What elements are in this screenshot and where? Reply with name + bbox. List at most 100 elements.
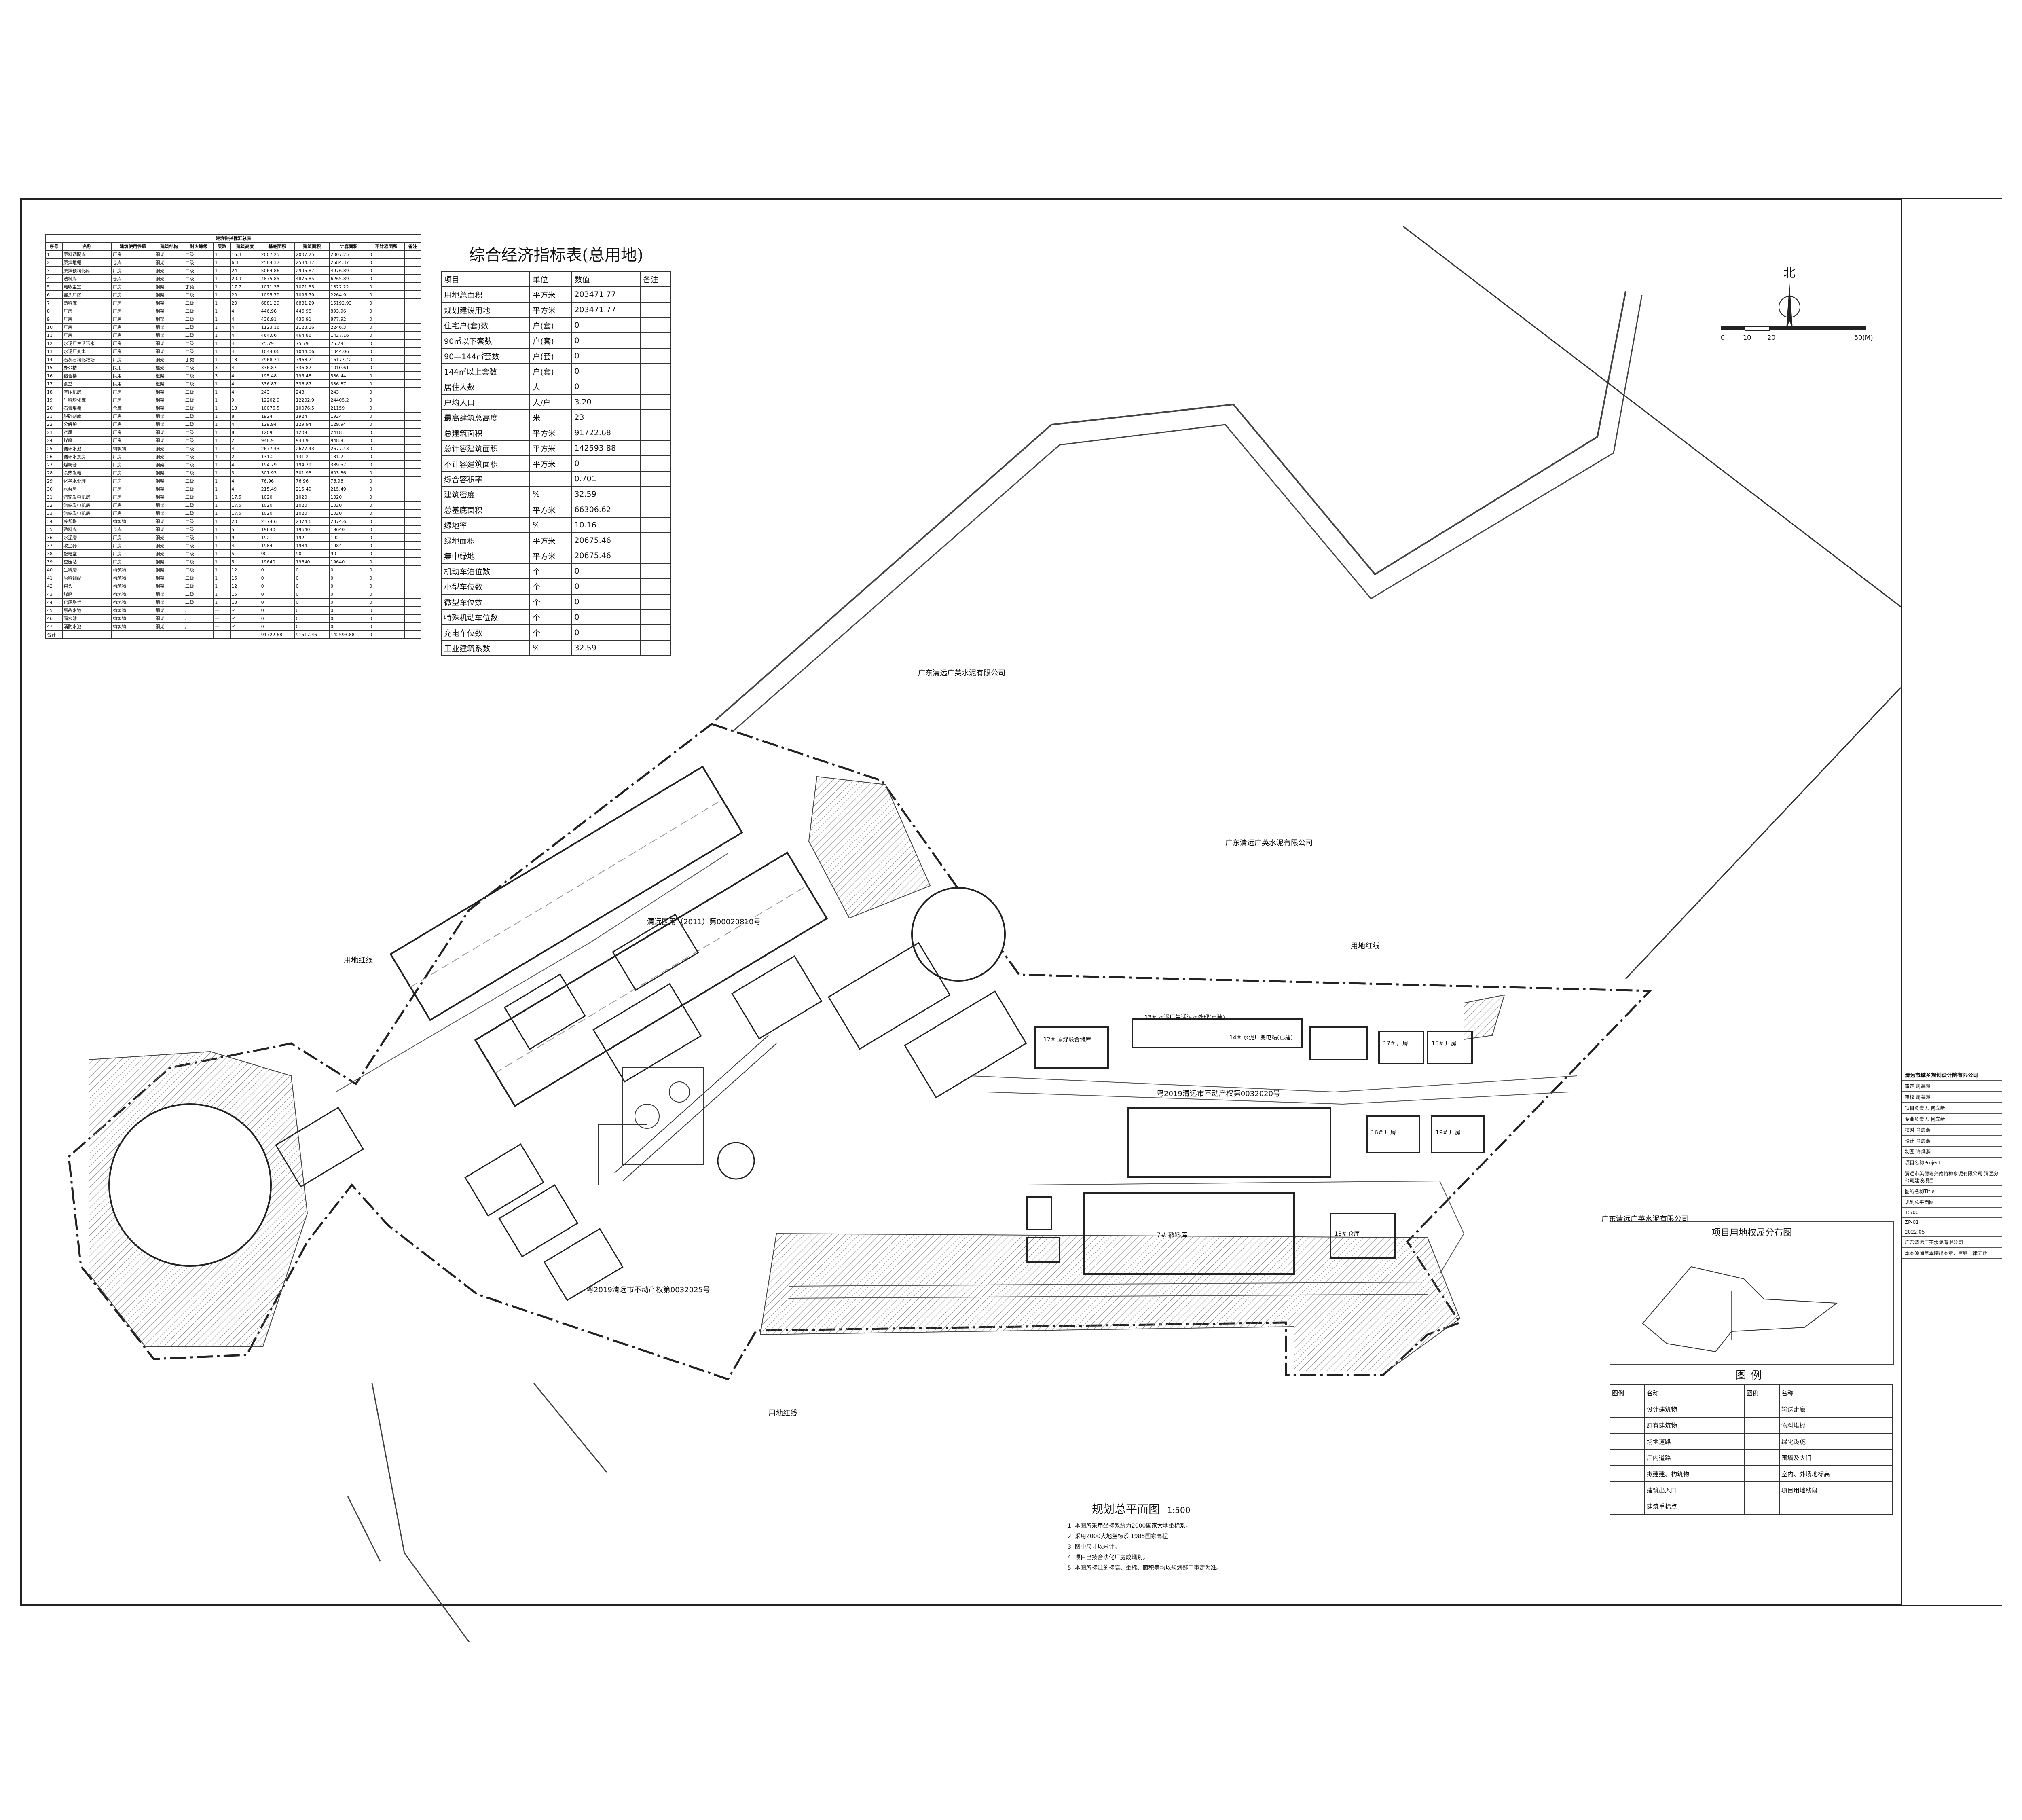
table-cell: 厂房 [111,347,155,356]
table-cell: 1 [213,323,231,332]
legend-name: 设计建筑物 [1644,1401,1745,1418]
table-cell: 0 [259,582,295,590]
table-cell: 食堂 [62,379,112,388]
signature-row: 审定 周慕慧 [1902,1081,2002,1092]
table-cell [640,486,671,502]
table-cell: 二级 [183,290,214,299]
legend-header: 图例 [1744,1384,1780,1401]
bldg-15-label: 15# 厂房 [1432,1041,1457,1047]
bldg-15 [1427,1031,1473,1064]
drawing-date: 2022.05 [1902,1227,2002,1237]
table-cell: 11 [45,331,63,340]
table-cell: 厂房 [111,485,155,493]
access-road-edge [732,295,1643,733]
table-cell: 二级 [183,460,214,469]
table-cell: 1 [213,404,231,413]
table-cell: 1 [213,347,231,356]
table-cell: 钢架 [154,274,184,283]
table-cell [404,476,422,485]
table-cell: 钢架 [154,339,184,348]
neighbor-boundary [1403,226,1901,980]
table-cell [183,630,214,639]
legend-symbol [1610,1401,1645,1418]
table-cell: 0 [329,622,369,631]
legend-symbol [1744,1449,1780,1466]
table-cell: 人 [529,379,572,395]
table-cell [404,525,422,534]
table-cell: 厂房 [111,298,155,307]
legend-name: 建筑重标点 [1644,1498,1745,1515]
table-cell: 1095.79 [259,290,295,299]
table-cell: 4 [230,420,260,429]
table-cell: 336.87 [294,363,330,372]
table-cell: 1 [213,331,231,340]
table-cell [640,394,671,410]
table-cell: 0 [368,363,405,372]
table-cell: 合计 [45,630,63,639]
table-cell: 0 [368,533,405,542]
silo-circle [717,1142,755,1180]
table-cell: 2 [45,258,63,267]
table-cell: 1 [213,582,231,590]
signature-row: 审核 周慕慧 [1902,1092,2002,1103]
table-cell: 90㎡以下套数 [441,332,530,349]
signature-row: 项目负责人 何立新 [1902,1103,2002,1114]
signature-role: 审定 [1905,1084,1915,1089]
legend-symbol [1610,1449,1645,1466]
signature-rows: 审定 周慕慧审核 周慕慧项目负责人 何立新专业负责人 何立新校对 肖惠燕设计 肖… [1902,1081,2002,1158]
table-cell: 煤粉仓 [62,460,112,469]
table-cell: 2007.25 [259,250,295,259]
table-cell: 0 [294,590,330,599]
table-cell: 米 [529,409,572,425]
table-cell: 钢架 [154,460,184,469]
table-cell: 2418 [329,428,369,437]
table-cell: 1010.61 [329,363,369,372]
table-cell: 钢架 [154,355,184,364]
table-cell: 29 [45,476,63,485]
table-cell: 1 [213,452,231,461]
table-cell: 1 [213,420,231,429]
table-cell [404,250,422,259]
table-cell: 24405.2 [329,396,369,404]
table-cell: 0 [368,290,405,299]
table-cell: 20 [230,298,260,307]
signature-name: 肖惠燕 [1916,1138,1931,1144]
table-cell: 6265.89 [329,274,369,283]
table-cell: 二级 [183,476,214,485]
table-cell: 微型车位数 [441,594,530,610]
table-cell: 平方米 [529,548,572,564]
table-cell: 厂房 [111,452,155,461]
building-table-header: 名称 [62,242,112,251]
table-cell: 厂房 [111,436,155,445]
table-cell: 2584.37 [329,258,369,267]
table-cell [404,331,422,340]
table-cell: 2246.3 [329,323,369,332]
legend-name: 输送走廊 [1779,1401,1893,1418]
table-cell: 13 [230,404,260,413]
bldg-18 [1330,1213,1396,1259]
table-cell: 钢架 [154,468,184,477]
table-cell: 机动车泊位数 [441,563,530,579]
table-cell: 1 [213,557,231,566]
internal-road-2 [986,1092,1569,1105]
table-cell [640,578,671,595]
table-cell: 12202.9 [294,396,330,404]
table-cell: 构筑物 [111,517,155,526]
table-cell: 35 [45,525,63,534]
internal-road-3 [1027,1180,1465,1274]
table-cell: 1 [213,476,231,485]
table-cell: 钢架 [154,387,184,396]
table-cell: 1 [213,493,231,502]
table-cell: 厂房 [111,420,155,429]
table-cell: 15 [230,590,260,599]
bldg-small-w2 [1026,1237,1060,1263]
table-cell: 人/户 [529,394,572,410]
bldg-7-clinker [1083,1192,1295,1275]
table-cell: 4 [230,371,260,380]
table-cell: 0 [368,493,405,502]
